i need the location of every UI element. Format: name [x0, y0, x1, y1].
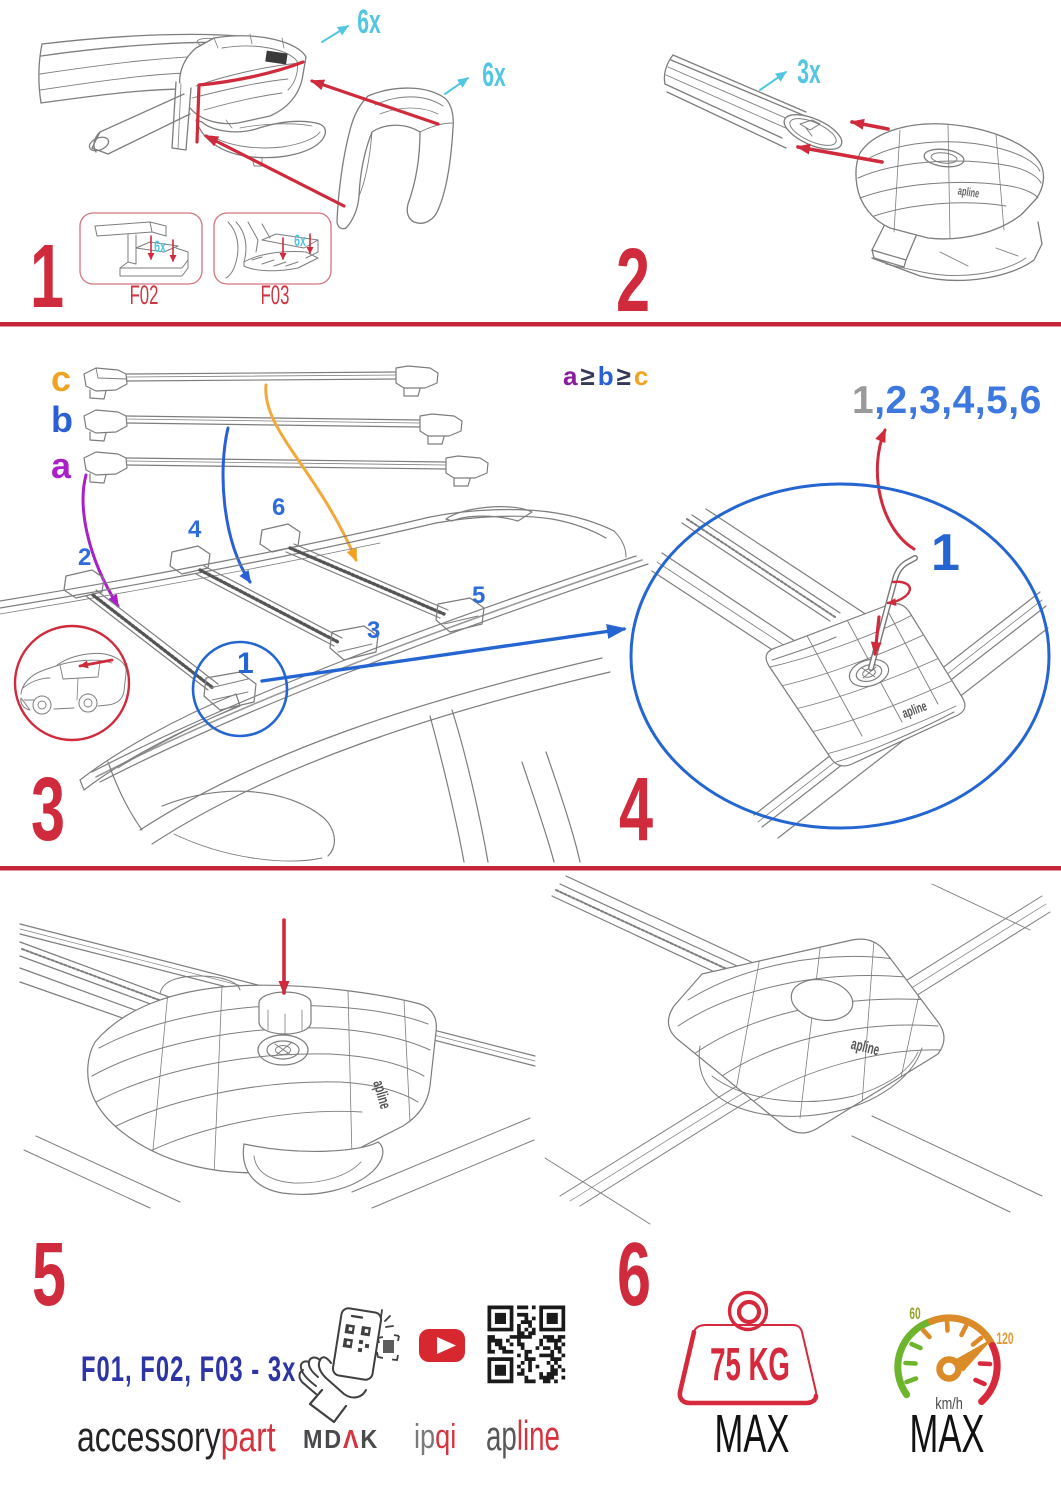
svg-text:6: 6 [617, 1224, 651, 1325]
svg-text:F03: F03 [261, 280, 290, 310]
svg-text:6x: 6x [482, 55, 506, 93]
svg-text:1,2,3,4,5,6: 1,2,3,4,5,6 [852, 379, 1042, 422]
svg-text:apline: apline [957, 185, 981, 201]
svg-text:MAX: MAX [715, 1403, 790, 1464]
svg-text:c: c [51, 358, 71, 399]
svg-text:2: 2 [78, 544, 91, 571]
svg-text:apline: apline [486, 1412, 560, 1459]
svg-text:1: 1 [30, 226, 64, 327]
svg-text:a: a [51, 445, 72, 486]
svg-text:2: 2 [616, 230, 650, 331]
svg-text:6: 6 [272, 494, 285, 521]
svg-text:5: 5 [472, 582, 485, 609]
svg-text:1: 1 [931, 524, 960, 582]
svg-text:60: 60 [909, 1303, 920, 1322]
svg-text:75 KG: 75 KG [710, 1340, 790, 1391]
svg-text:F01, F02, F03 - 3x: F01, F02, F03 - 3x [81, 1351, 296, 1390]
svg-text:4: 4 [619, 759, 653, 860]
svg-text:120: 120 [997, 1328, 1014, 1347]
svg-text:4: 4 [188, 516, 202, 543]
svg-text:6x: 6x [294, 230, 306, 249]
svg-text:a≥b≥c: a≥b≥c [563, 361, 651, 391]
svg-text:3: 3 [31, 759, 65, 860]
svg-text:F02: F02 [130, 280, 159, 310]
svg-text:ipqi: ipqi [414, 1417, 456, 1456]
svg-text:MAX: MAX [910, 1403, 985, 1464]
svg-text:accessorypart: accessorypart [77, 1413, 276, 1460]
svg-text:3: 3 [367, 617, 380, 644]
svg-text:6x: 6x [357, 2, 381, 40]
svg-text:3x: 3x [797, 52, 821, 90]
svg-text:5: 5 [32, 1224, 66, 1325]
svg-text:km/h: km/h [935, 1394, 963, 1413]
svg-text:1: 1 [237, 647, 254, 680]
svg-text:6x: 6x [154, 236, 166, 255]
svg-text:b: b [51, 399, 73, 440]
svg-text:MDΛK: MDΛK [303, 1426, 379, 1454]
